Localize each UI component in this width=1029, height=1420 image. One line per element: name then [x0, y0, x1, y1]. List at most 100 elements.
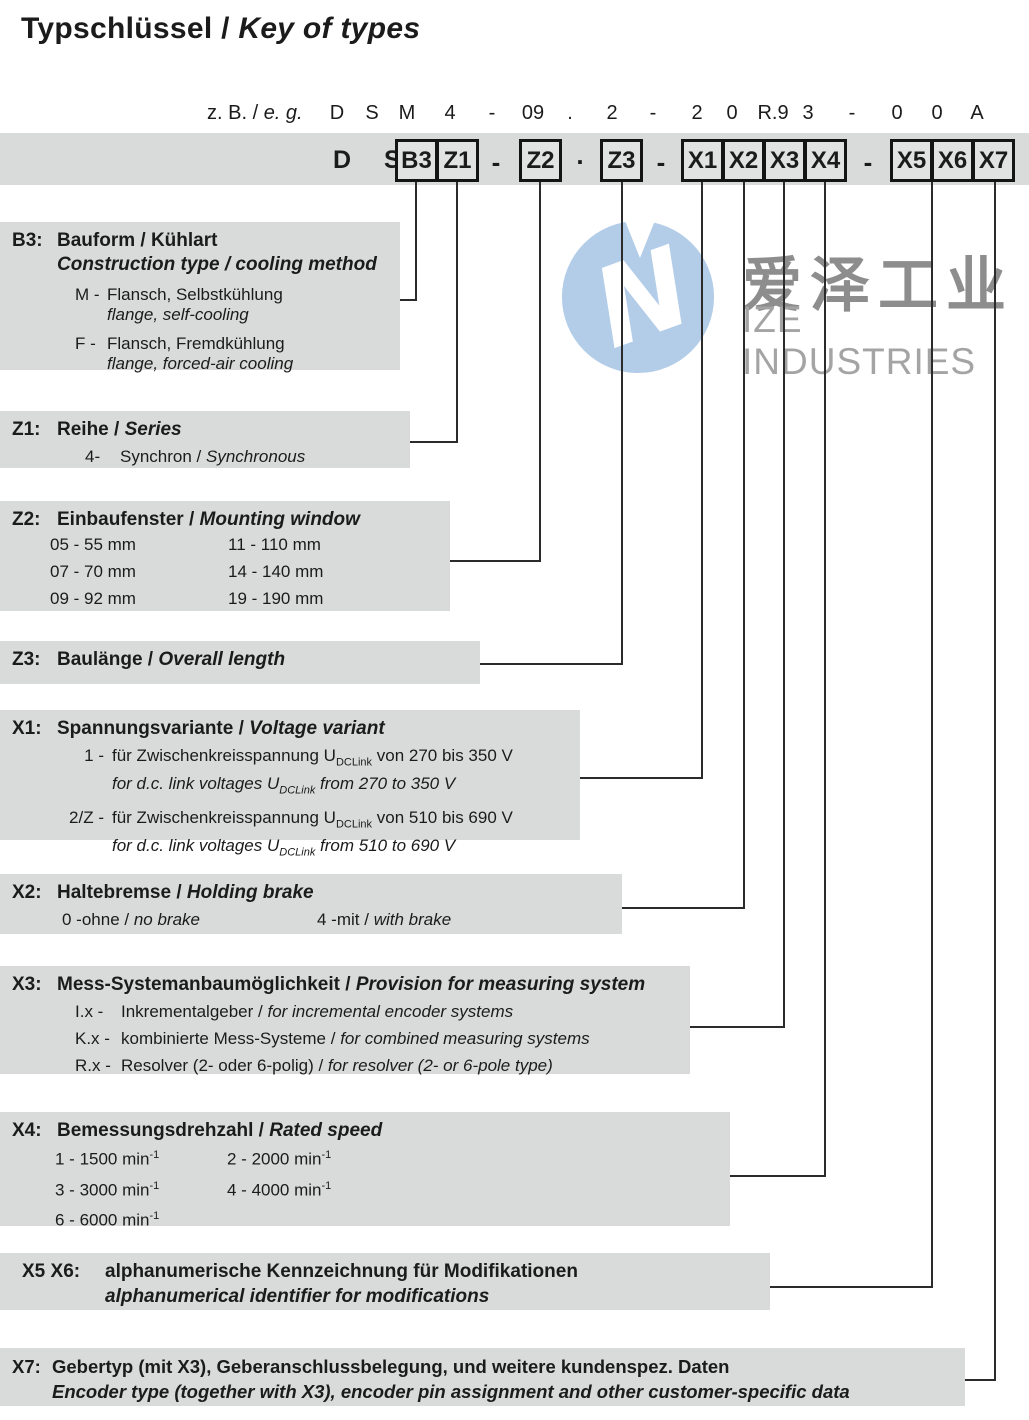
block-x7-code: X7: — [12, 1356, 41, 1377]
example-token: S — [365, 102, 379, 124]
entry-en: Synchronous — [206, 447, 306, 466]
example-token: - — [848, 102, 856, 124]
subscript-dclink: DCLink — [335, 818, 373, 831]
example-token: - — [488, 102, 496, 124]
entry-en: for d.c. link voltages UDCLink from 510 … — [112, 836, 456, 859]
entry-code: 2/Z - — [69, 807, 104, 827]
subscript-dclink: DCLink — [279, 784, 316, 797]
entry-de: für Zwischenkreisspannung UDCLink von 27… — [112, 746, 513, 769]
entry-code: M - — [75, 285, 100, 304]
entry-en: flange, forced-air cooling — [107, 354, 294, 373]
block-x7-en: Encoder type (together with X3), encoder… — [52, 1381, 850, 1402]
block-x7: X7: Gebertyp (mit X3), Geberanschlussbele… — [0, 1348, 965, 1406]
block-z3-title: Z3:Baulänge / Overall length — [12, 649, 480, 671]
block-x4-title-en: Rated speed — [269, 1120, 383, 1141]
block-b3-code: B3: — [12, 230, 43, 251]
block-z1-title-de: Reihe / — [57, 419, 125, 440]
entry-en: flange, self-cooling — [107, 305, 249, 324]
connector-x1-horizontal — [580, 777, 703, 779]
x2-option-no-brake: 0 - ohne / no brake — [62, 910, 201, 929]
block-x3-entry: K.x -kombinierte Mess-Systeme / for comb… — [75, 1029, 590, 1048]
page-title-de: Typschlüssel / — [21, 12, 239, 45]
example-label-en: e. g. — [263, 102, 303, 124]
codebox-x4: X4 — [804, 139, 847, 182]
entry-de: Flansch, Fremdkühlung — [107, 334, 285, 353]
block-x1-title: X1:Spannungsvariante / Voltage variant — [12, 718, 580, 740]
block-z3: Z3:Baulänge / Overall length — [0, 641, 480, 684]
block-b3-title: B3: Bauform / Kühlart — [12, 230, 400, 252]
connector-x4-vertical — [824, 182, 826, 1177]
example-token: D — [329, 102, 345, 124]
block-x3: X3:Mess-Systemanbaumöglichkeit / Provisi… — [0, 966, 690, 1075]
block-x4-row: 3 - 3000 min-1 4 - 4000 min-1 — [55, 1173, 730, 1204]
block-x1-entry-2: 2/Z - für Zwischenkreisspannung UDCLink … — [62, 807, 580, 864]
block-b3-title-de: Bauform / Kühlart — [57, 230, 218, 251]
entry-de: Flansch, Selbstkühlung — [107, 285, 283, 304]
block-x2-title-de: Haltebremse / — [57, 882, 187, 903]
code-row-band — [0, 133, 1029, 185]
z2-option: 09 - 92 mm — [50, 589, 136, 608]
connector-x5x6-horizontal — [770, 1286, 933, 1288]
example-token: 3 — [802, 102, 814, 124]
connector-x3-horizontal — [690, 1026, 785, 1028]
block-z2-title-de: Einbaufenster / — [57, 509, 200, 530]
codebox-x7: X7 — [972, 139, 1015, 182]
connector-x4-horizontal — [730, 1175, 826, 1177]
block-z2: Z2:Einbaufenster / Mounting window 05 - … — [0, 501, 450, 611]
subscript-dclink: DCLink — [335, 756, 373, 769]
watermark-company-text: IZE INDUSTRIES — [742, 299, 977, 382]
block-b3: B3: Bauform / Kühlart Construction type /… — [0, 222, 400, 373]
connector-b3-horizontal — [400, 299, 417, 301]
block-x5x6-code: X5 X6: — [22, 1261, 81, 1282]
block-x4-title-de: Bemessungsdrehzahl / — [57, 1120, 270, 1141]
block-x2-entries: 0 - ohne / no brake 4 - mit / with brake — [62, 910, 622, 930]
connector-x3-vertical — [783, 182, 785, 1028]
block-x3-title-de: Mess-Systemanbaumöglichkeit / — [57, 974, 356, 995]
connector-x5x6-vertical — [931, 182, 933, 1288]
connector-z2-horizontal — [450, 560, 541, 562]
watermark-logo-icon: N — [561, 219, 715, 373]
block-x2-title-en: Holding brake — [186, 882, 314, 903]
connector-z3-horizontal — [480, 663, 623, 665]
block-x3-entry: I.x -Inkrementalgeber / for incremental … — [75, 1002, 514, 1021]
codebox-z1: Z1 — [436, 139, 479, 182]
block-x4-row: 1 - 1500 min-1 2 - 2000 min-1 — [55, 1142, 730, 1173]
example-label: z. B. / e. g. — [207, 102, 303, 125]
x4-option: 1 - 1500 min-1 — [55, 1149, 160, 1169]
example-label-de: z. B. / — [207, 102, 264, 124]
code-separator: - — [863, 147, 873, 177]
codebox-x6: X6 — [931, 139, 974, 182]
codebox-z3: Z3 — [600, 139, 643, 182]
block-x4: X4:Bemessungsdrehzahl / Rated speed 1 - … — [0, 1112, 730, 1230]
block-z1-title: Z1:Reihe / Series — [12, 419, 410, 441]
block-z2-title-en: Mounting window — [199, 509, 360, 530]
block-z1: Z1:Reihe / Series 4- Synchron / Synchron… — [0, 411, 410, 468]
example-token: M — [398, 102, 416, 124]
connector-x1-vertical — [701, 182, 703, 779]
block-z1-entry: 4- Synchron / Synchronous — [85, 447, 410, 467]
codebox-x3: X3 — [763, 139, 806, 182]
connector-z1-vertical — [456, 182, 458, 443]
watermark-chinese-text: 爱泽工业 — [742, 252, 1014, 319]
block-b3-title-en: Construction type / cooling method — [57, 254, 377, 275]
block-x5x6: X5 X6:alphanumerische Kennzeichnung für … — [0, 1253, 770, 1310]
z2-option: 11 - 110 mm — [228, 535, 321, 554]
block-x2-title: X2:Haltebremse / Holding brake — [12, 882, 622, 904]
connector-x7-vertical — [994, 182, 996, 1381]
entry-de: für Zwischenkreisspannung UDCLink von 51… — [112, 807, 513, 831]
block-x7-title: X7: Gebertyp (mit X3), Geberanschlussbele… — [12, 1356, 965, 1378]
block-x1-code: X1: — [12, 718, 42, 739]
entry-code: 4- — [85, 447, 101, 466]
connector-x2-vertical — [743, 182, 745, 909]
block-x1-title-de: Spannungsvariante / — [57, 718, 250, 739]
subscript-dclink: DCLink — [279, 846, 316, 859]
example-token: 0 — [891, 102, 903, 124]
block-x7-de: Gebertyp (mit X3), Geberanschlussbelegun… — [52, 1356, 730, 1377]
block-x3-title: X3:Mess-Systemanbaumöglichkeit / Provisi… — [12, 974, 690, 996]
connector-z2-vertical — [539, 182, 541, 562]
block-x1: X1:Spannungsvariante / Voltage variant 1… — [0, 710, 580, 859]
